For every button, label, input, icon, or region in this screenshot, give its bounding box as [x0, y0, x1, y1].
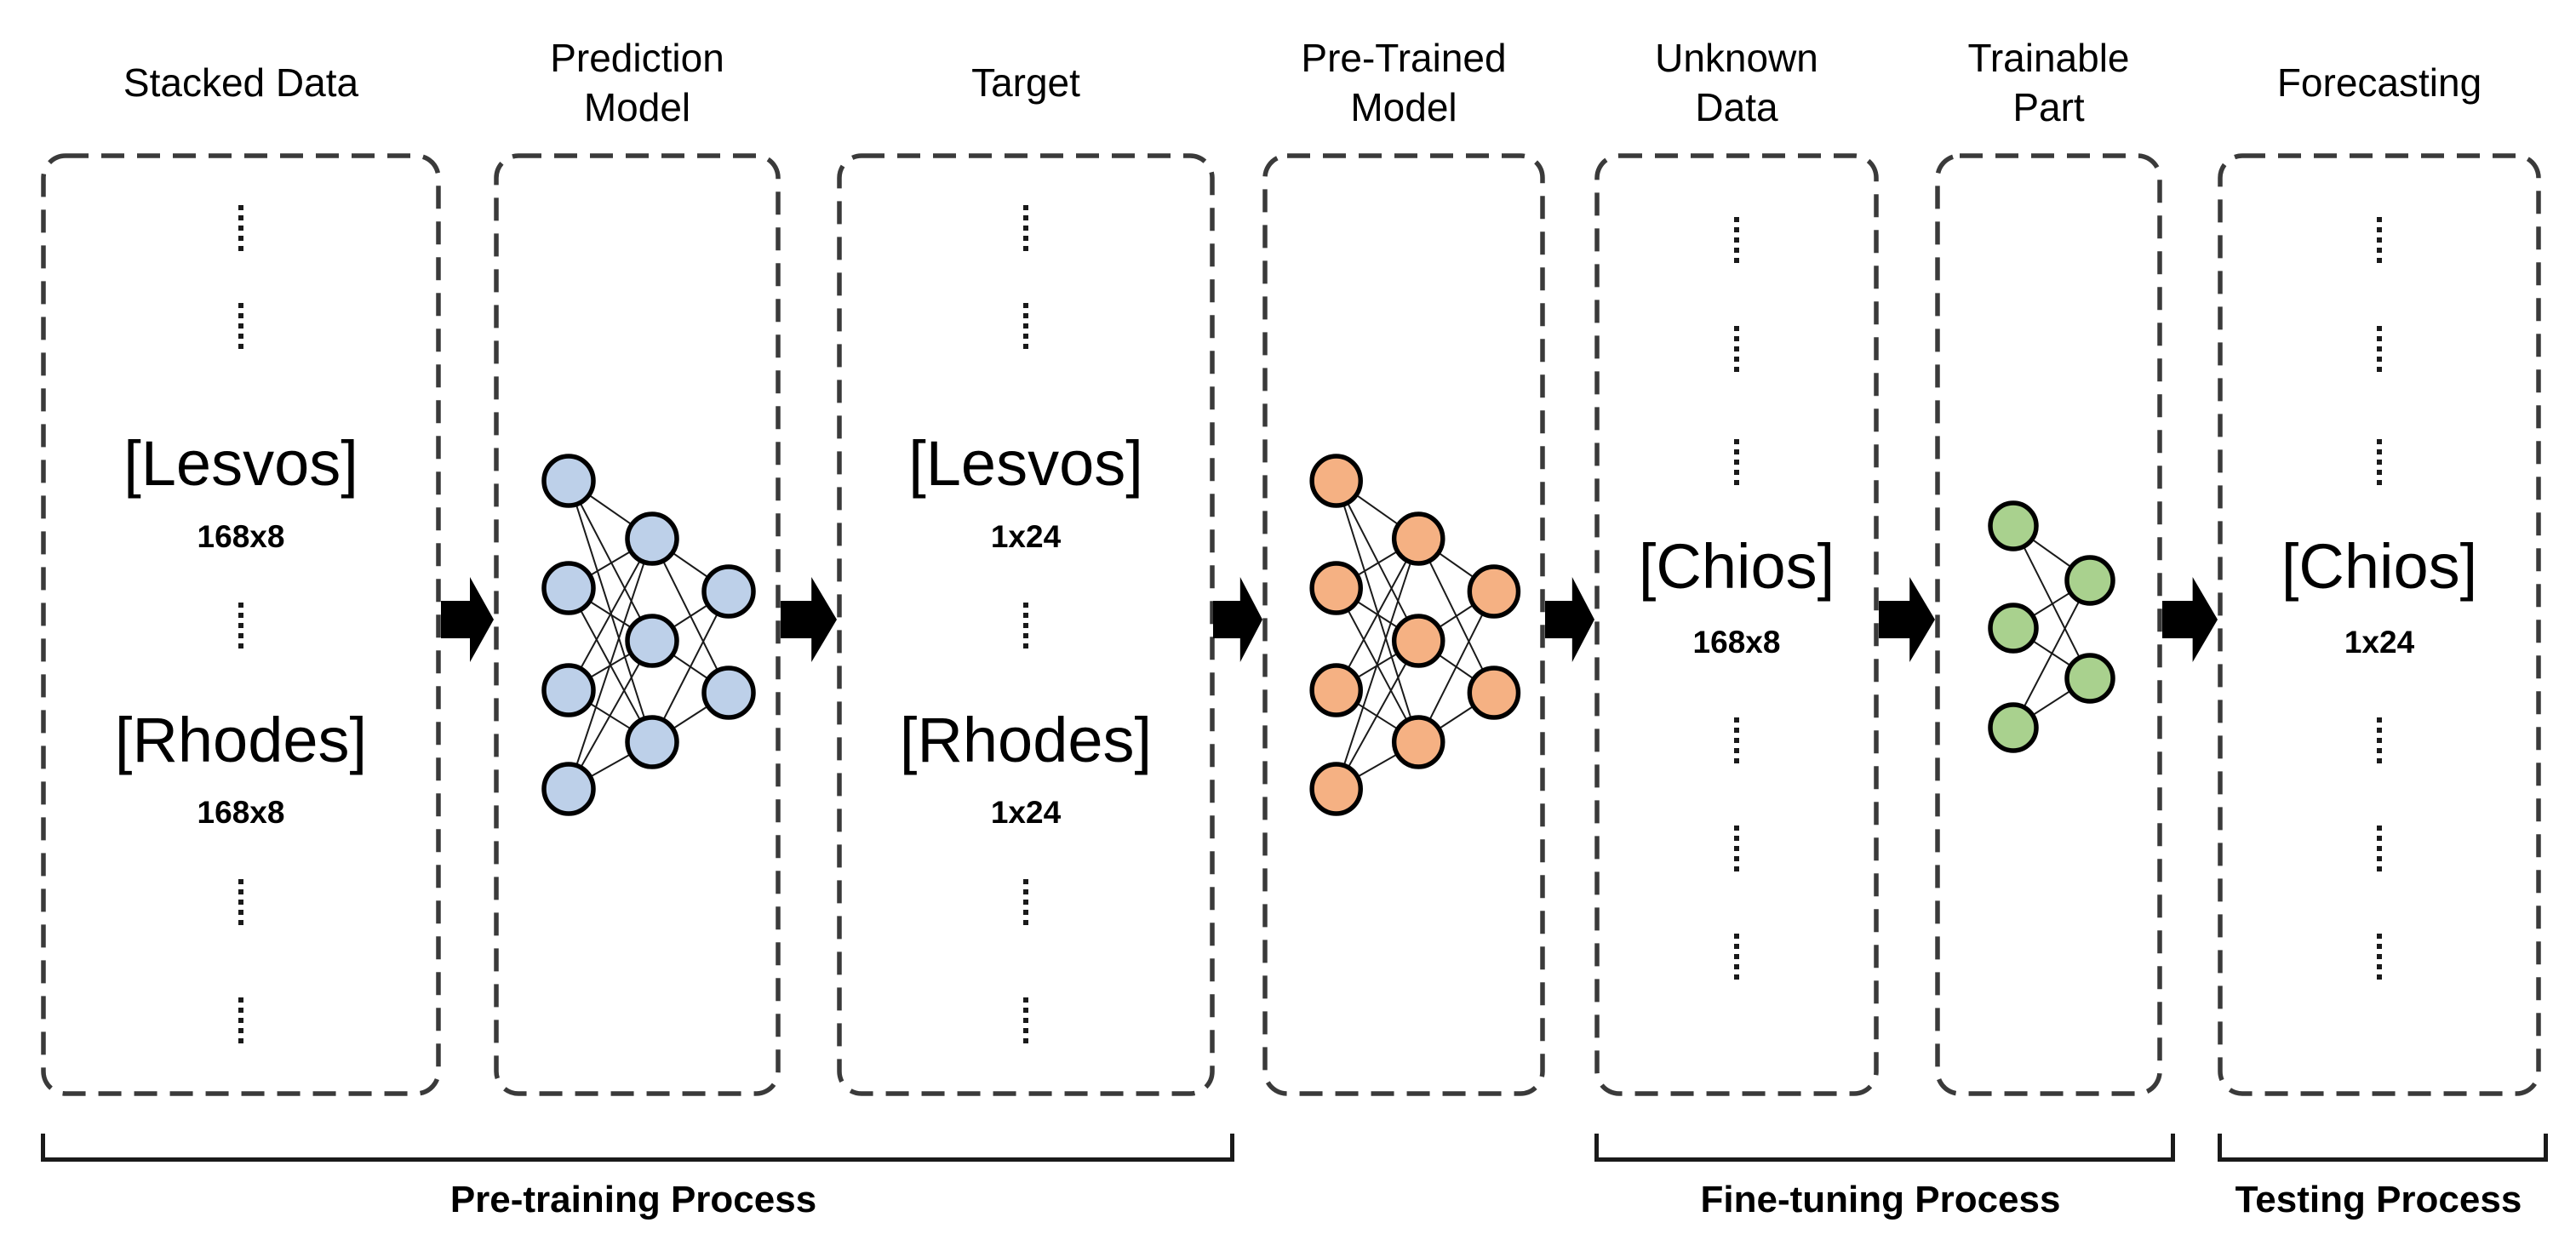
- ellipsis-dots: [238, 879, 243, 927]
- box-pretrained-model: [1262, 153, 1545, 1096]
- flow-arrow-icon: [781, 577, 837, 662]
- network-nodes: [1988, 500, 2115, 753]
- label-line: Pre-Trained: [1301, 36, 1507, 80]
- ellipsis-dots: [1734, 934, 1739, 981]
- box-target: [Lesvos] 1x24 [Rhodes] 1x24: [837, 153, 1215, 1096]
- bracket-finetuning: [1594, 1134, 2175, 1162]
- dataset-name: [Lesvos]: [908, 428, 1143, 499]
- dataset-name: [Chios]: [2281, 531, 2478, 602]
- dataset-name: [Lesvos]: [123, 428, 358, 499]
- ellipsis-dots: [2377, 439, 2382, 487]
- box-stacked-data: [Lesvos] 168x8 [Rhodes] 168x8: [41, 153, 441, 1096]
- ellipsis-dots: [1734, 717, 1739, 765]
- dashed-border: [1594, 153, 1879, 1096]
- ellipsis-dots: [2377, 326, 2382, 374]
- ellipsis-dots: [238, 997, 243, 1045]
- dataset-dims: 1x24: [2344, 625, 2415, 660]
- flow-arrow-icon: [441, 577, 494, 662]
- label-line: Stacked Data: [123, 60, 359, 105]
- column-label-stacked-data: Stacked Data: [41, 22, 441, 143]
- column-label-target: Target: [837, 22, 1215, 143]
- label-line: Trainable: [1967, 36, 2130, 80]
- ellipsis-dots: [238, 303, 243, 351]
- ellipsis-dots: [1023, 205, 1028, 253]
- dataset-name: [Rhodes]: [899, 705, 1153, 775]
- dataset-dims: 1x24: [990, 795, 1062, 830]
- ellipsis-dots: [1734, 326, 1739, 374]
- ellipsis-dots: [1023, 997, 1028, 1045]
- neural-network-orange: [1309, 454, 1521, 816]
- network-nodes: [1309, 454, 1521, 816]
- dashed-border: [837, 153, 1215, 1096]
- bracket-testing: [2218, 1134, 2548, 1162]
- box-prediction-model: [494, 153, 781, 1096]
- ellipsis-dots: [1023, 603, 1028, 650]
- label-line: Model: [583, 85, 691, 129]
- dataset-dims: 168x8: [197, 519, 285, 554]
- dashed-border: [2218, 153, 2541, 1096]
- box-unknown-data: [Chios] 168x8: [1594, 153, 1879, 1096]
- bracket-pretraining: [41, 1134, 1234, 1162]
- ellipsis-dots: [1734, 439, 1739, 487]
- dataset-dims: 1x24: [990, 519, 1062, 554]
- ellipsis-dots: [238, 205, 243, 253]
- dashed-border: [41, 153, 441, 1096]
- process-label-finetuning: Fine-tuning Process: [1700, 1179, 2061, 1220]
- network-nodes: [541, 454, 756, 816]
- process-label-testing: Testing Process: [2235, 1179, 2522, 1220]
- flow-arrow-icon: [1213, 577, 1262, 662]
- ellipsis-dots: [238, 603, 243, 650]
- label-line: Model: [1350, 85, 1457, 129]
- ellipsis-dots: [1023, 303, 1028, 351]
- dataset-name: [Rhodes]: [114, 705, 368, 775]
- ellipsis-dots: [1734, 217, 1739, 265]
- column-label-prediction-model: Prediction Model: [494, 22, 781, 143]
- flow-arrow-icon: [1545, 577, 1594, 662]
- ellipsis-dots: [2377, 934, 2382, 981]
- dataset-name: [Chios]: [1638, 531, 1835, 602]
- dashed-border: [494, 153, 781, 1096]
- ellipsis-dots: [1023, 879, 1028, 927]
- process-label-pretraining: Pre-training Process: [449, 1179, 817, 1220]
- ellipsis-dots: [2377, 717, 2382, 765]
- label-line: Target: [971, 60, 1080, 105]
- box-trainable-part: [1935, 153, 2162, 1096]
- label-line: Data: [1695, 85, 1778, 129]
- label-line: Prediction: [550, 36, 724, 80]
- ellipsis-dots: [2377, 217, 2382, 265]
- column-label-forecasting: Forecasting: [2218, 22, 2541, 143]
- column-label-pretrained-model: Pre-Trained Model: [1262, 22, 1545, 143]
- flow-arrow-icon: [2162, 577, 2218, 662]
- flow-arrow-icon: [1879, 577, 1935, 662]
- column-label-unknown-data: Unknown Data: [1594, 22, 1879, 143]
- dashed-border: [1935, 153, 2162, 1096]
- dataset-dims: 168x8: [197, 795, 285, 830]
- ellipsis-dots: [1734, 826, 1739, 873]
- ellipsis-dots: [2377, 826, 2382, 873]
- neural-network-blue: [541, 454, 756, 816]
- dataset-dims: 168x8: [1692, 625, 1781, 660]
- dashed-border: [1262, 153, 1545, 1096]
- label-line: Forecasting: [2276, 60, 2482, 105]
- neural-network-green: [1988, 500, 2115, 753]
- label-line: Part: [2012, 85, 2085, 129]
- label-line: Unknown: [1655, 36, 1818, 80]
- box-forecasting: [Chios] 1x24: [2218, 153, 2541, 1096]
- column-label-trainable-part: Trainable Part: [1935, 22, 2162, 143]
